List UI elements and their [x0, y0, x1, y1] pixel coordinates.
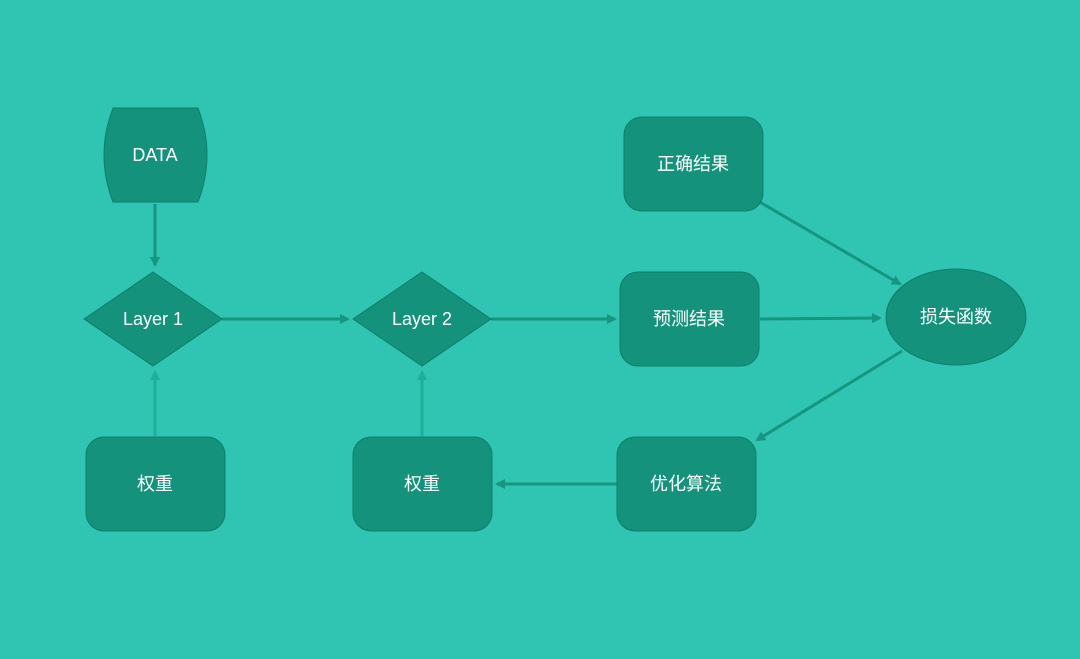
- node-loss: 损失函数: [885, 268, 1027, 366]
- node-predict-label: 预测结果: [653, 309, 725, 329]
- node-optimizer-label: 优化算法: [650, 474, 722, 494]
- node-data-label: DATA: [132, 145, 177, 165]
- node-layer2-label: Layer 2: [392, 309, 452, 329]
- node-loss-label: 损失函数: [920, 307, 992, 327]
- node-data: DATA: [103, 107, 208, 203]
- node-weight2: 权重: [352, 436, 493, 532]
- node-optimizer: 优化算法: [616, 436, 757, 532]
- node-weight2-label: 权重: [404, 474, 440, 494]
- node-layer1-label: Layer 1: [123, 309, 183, 329]
- node-layer2: Layer 2: [352, 271, 492, 367]
- node-correct: 正确结果: [623, 116, 764, 212]
- edge-loss-to-optimizer: [755, 349, 903, 442]
- edge-correct-to-loss: [757, 199, 902, 286]
- node-layer1: Layer 1: [83, 271, 223, 367]
- edge-predict-to-loss: [759, 313, 882, 324]
- node-correct-label: 正确结果: [657, 154, 729, 174]
- node-weight1-label: 权重: [137, 474, 173, 494]
- node-weight1: 权重: [85, 436, 226, 532]
- node-predict: 预测结果: [619, 271, 760, 367]
